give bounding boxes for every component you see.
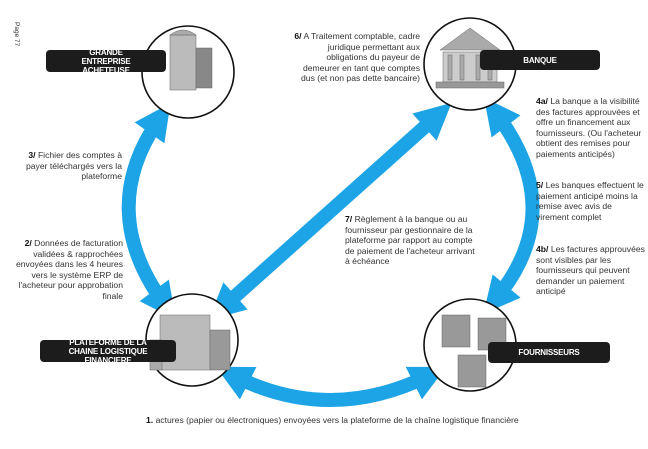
step-3: 3/ Fichier des comptes à payer télécharg… [25,150,122,182]
step-7: 7/ Règlement à la banque ou au fournisse… [345,214,475,267]
step-5: 5/ Les banques effectuent le paiement an… [536,180,644,222]
buyer-building-icon [169,29,213,91]
buyer-label: GRANDE ENTREPRISE ACHETEUSE [46,48,166,75]
step-4b: 4b/ Les factures approuvées sont visible… [536,244,645,297]
step-1: 1. actures (papier ou électroniques) env… [146,415,519,425]
step-2: 2/ Données de facturation validées & rap… [15,238,123,301]
bank-label: BANQUE [480,50,600,70]
step-4a: 4a/ La banque a la visibilité des factur… [536,96,642,159]
arrow-platform-bank [208,102,452,321]
page-number: Page 77 [13,22,20,47]
arrow-bank-suppliers [483,97,540,314]
suppliers-buildings-icon [441,314,507,388]
suppliers-label: FOURNISSEURS [488,342,610,363]
platform-label: PLATEFORME DE LA CHAINE LOGISTIQUE FINAN… [40,338,176,365]
arrow-buyer-platform [121,103,176,320]
step-6: 6/ A Traitement comptable, cadre juridiq… [294,31,420,84]
arrow-platform-suppliers [215,366,447,407]
